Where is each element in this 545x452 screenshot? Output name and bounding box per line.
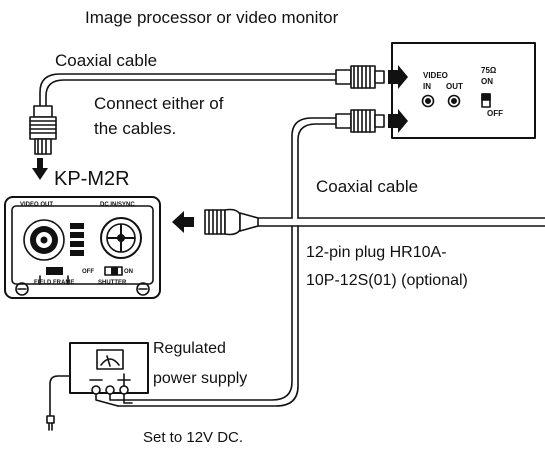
- monitor-video-label: VIDEO: [423, 71, 448, 80]
- camera-model-label: KP-M2R: [54, 168, 130, 190]
- monitor-video-in-jack: [421, 94, 435, 108]
- camera-shutter-label: SHUTTER: [98, 280, 127, 286]
- monitor-on-label: ON: [481, 77, 493, 86]
- plug-connector-12pin: [204, 208, 259, 236]
- camera-off-label: OFF: [82, 269, 94, 275]
- monitor-label: Image processor or video monitor: [85, 8, 339, 27]
- coax-top-label: Coaxial cable: [55, 51, 158, 70]
- arrow-down-to-camera: [32, 158, 48, 180]
- monitor-in-label: IN: [423, 82, 431, 91]
- terminal-right: [119, 385, 129, 395]
- coax-cable-top: [39, 73, 337, 107]
- monitor-video-out-jack: [447, 94, 461, 108]
- camera-video-out-label: VIDEO OUT: [20, 202, 54, 208]
- camera-on-label: ON: [124, 269, 133, 275]
- arrow-to-monitor-top: [388, 65, 408, 89]
- connect-label-line2: the cables.: [94, 119, 177, 138]
- camera-dc-in-label: DC IN/SYNC: [100, 202, 135, 208]
- bnc-connector-second: [335, 109, 385, 133]
- monitor-ohm-label: 75Ω: [481, 66, 497, 75]
- camera-field-frame-label: FIELD FRAME: [34, 280, 75, 286]
- bnc-connector-top: [335, 65, 385, 89]
- monitor-out-label: OUT: [446, 82, 463, 91]
- arrow-to-monitor-bottom: [388, 109, 408, 133]
- monitor-off-label: OFF: [487, 109, 503, 118]
- arrow-to-camera: [172, 211, 194, 233]
- terminal-left: [91, 385, 101, 395]
- screw-left: [15, 282, 29, 296]
- bnc-connector-hanging: [29, 105, 57, 155]
- coax-cable-second: [291, 117, 337, 219]
- camera-leds: [70, 223, 84, 256]
- plug-label-line2: 10P-12S(01) (optional): [306, 272, 468, 289]
- voltage-setting-label: Set to 12V DC.: [143, 429, 244, 446]
- power-supply-label-line1: Regulated: [153, 340, 226, 357]
- plug-label-line1: 12-pin plug HR10A-: [306, 244, 447, 261]
- field-frame-switch: [46, 267, 63, 275]
- power-cable: [117, 225, 293, 401]
- power-supply-label-line2: power supply: [153, 370, 248, 387]
- screw-right: [136, 282, 150, 296]
- connect-label-line1: Connect either of: [94, 94, 224, 113]
- power-cord: [49, 375, 71, 417]
- power-plug: [46, 415, 55, 424]
- coax-right-label: Coaxial cable: [316, 177, 419, 196]
- terminal-middle: [105, 385, 115, 395]
- monitor-panel: [391, 42, 536, 139]
